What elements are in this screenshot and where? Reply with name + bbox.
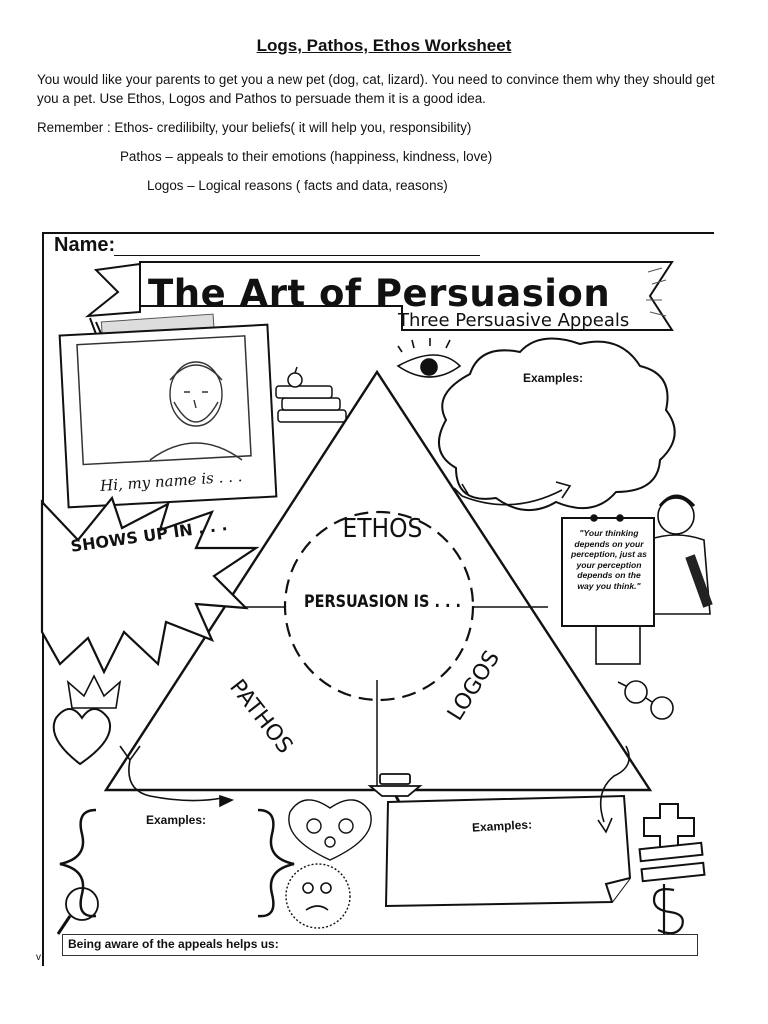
polaroid-frame-icon bbox=[58, 313, 278, 509]
magnifying-glass-icon bbox=[56, 887, 99, 935]
books-icon bbox=[275, 366, 347, 423]
philosopher-portrait-icon bbox=[149, 361, 243, 461]
starburst-shape bbox=[40, 495, 260, 675]
corner-mark: v bbox=[36, 952, 41, 963]
banner-ribbon bbox=[84, 261, 674, 339]
equals-icon bbox=[638, 841, 706, 883]
name-label: Name: bbox=[54, 234, 116, 256]
examples-brackets bbox=[59, 808, 295, 918]
student-with-sign-icon bbox=[561, 494, 713, 665]
arrow-doodle-icon bbox=[453, 481, 572, 506]
aware-answer-box[interactable] bbox=[62, 934, 698, 956]
aware-label: Being aware of the appeals helps us: bbox=[68, 937, 279, 951]
ornate-heart-icon bbox=[288, 799, 372, 861]
examples-cloud-label: Examples: bbox=[523, 371, 584, 385]
glasses-icon bbox=[617, 680, 674, 720]
sad-face-icon bbox=[285, 863, 351, 929]
remember-ethos: Remember : Ethos- credilibilty, your bel… bbox=[37, 120, 472, 135]
ethos-label: ETHOS bbox=[342, 514, 423, 544]
examples-left-label: Examples: bbox=[146, 813, 207, 827]
eye-icon bbox=[396, 338, 462, 378]
sad-face-features-icon bbox=[302, 882, 332, 911]
intro-paragraph: You would like your parents to get you a… bbox=[37, 72, 715, 106]
wand-doodle-icon bbox=[119, 745, 235, 808]
heart-icon bbox=[52, 708, 111, 766]
paper-note bbox=[384, 794, 632, 908]
banner-title: The Art of Persuasion bbox=[148, 272, 611, 315]
persuasion-is-label: PERSUASION IS . . . bbox=[304, 592, 462, 612]
quote-sign-text: "Your thinking depends on your perceptio… bbox=[571, 528, 647, 591]
remember-pathos: Pathos – appeals to their emotions (happ… bbox=[120, 149, 493, 164]
plus-icon bbox=[643, 803, 695, 851]
dollar-icon bbox=[652, 884, 684, 935]
remember-logos: Logos – Logical reasons ( facts and data… bbox=[147, 178, 448, 193]
name-field[interactable] bbox=[114, 255, 480, 256]
crown-icon bbox=[66, 674, 122, 709]
thought-cloud bbox=[437, 337, 676, 512]
banner-subtitle: Three Persuasive Appeals bbox=[398, 310, 630, 331]
page-title: Logs, Pathos, Ethos Worksheet bbox=[256, 36, 512, 55]
squiggle-arrow-icon bbox=[597, 745, 630, 834]
